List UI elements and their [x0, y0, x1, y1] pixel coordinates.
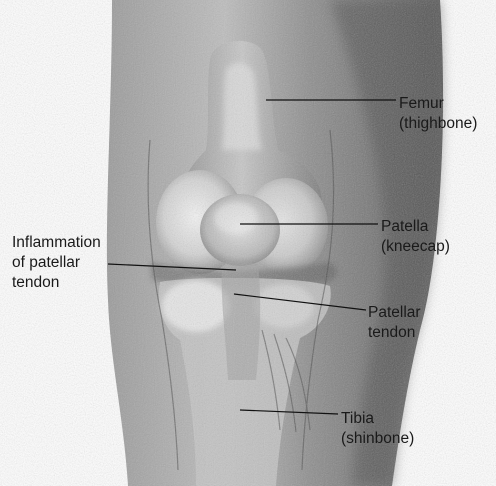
- patellar-tendon-label-line-2: tendon: [368, 323, 421, 343]
- patella-label-line-1: Patella: [381, 217, 450, 237]
- inflammation-label-line-3: tendon: [12, 273, 101, 293]
- tibia-label-line-2: (shinbone): [341, 429, 414, 449]
- femur-label-line-1: Femur: [399, 94, 477, 114]
- patellar-tendon-label-line-1: Patellar: [368, 303, 421, 323]
- inflammation-label-line-1: Inflammation: [12, 233, 101, 253]
- inflammation-label: Inflammation of patellar tendon: [12, 233, 101, 293]
- tibia-label-line-1: Tibia: [341, 409, 414, 429]
- femur-label: Femur (thighbone): [399, 94, 477, 134]
- patellar-tendon-label: Patellar tendon: [368, 303, 421, 343]
- inflammation-label-line-2: of patellar: [12, 253, 101, 273]
- patella-label: Patella (kneecap): [381, 217, 450, 257]
- femur-label-line-2: (thighbone): [399, 114, 477, 134]
- patella-label-line-2: (kneecap): [381, 237, 450, 257]
- tibia-label: Tibia (shinbone): [341, 409, 414, 449]
